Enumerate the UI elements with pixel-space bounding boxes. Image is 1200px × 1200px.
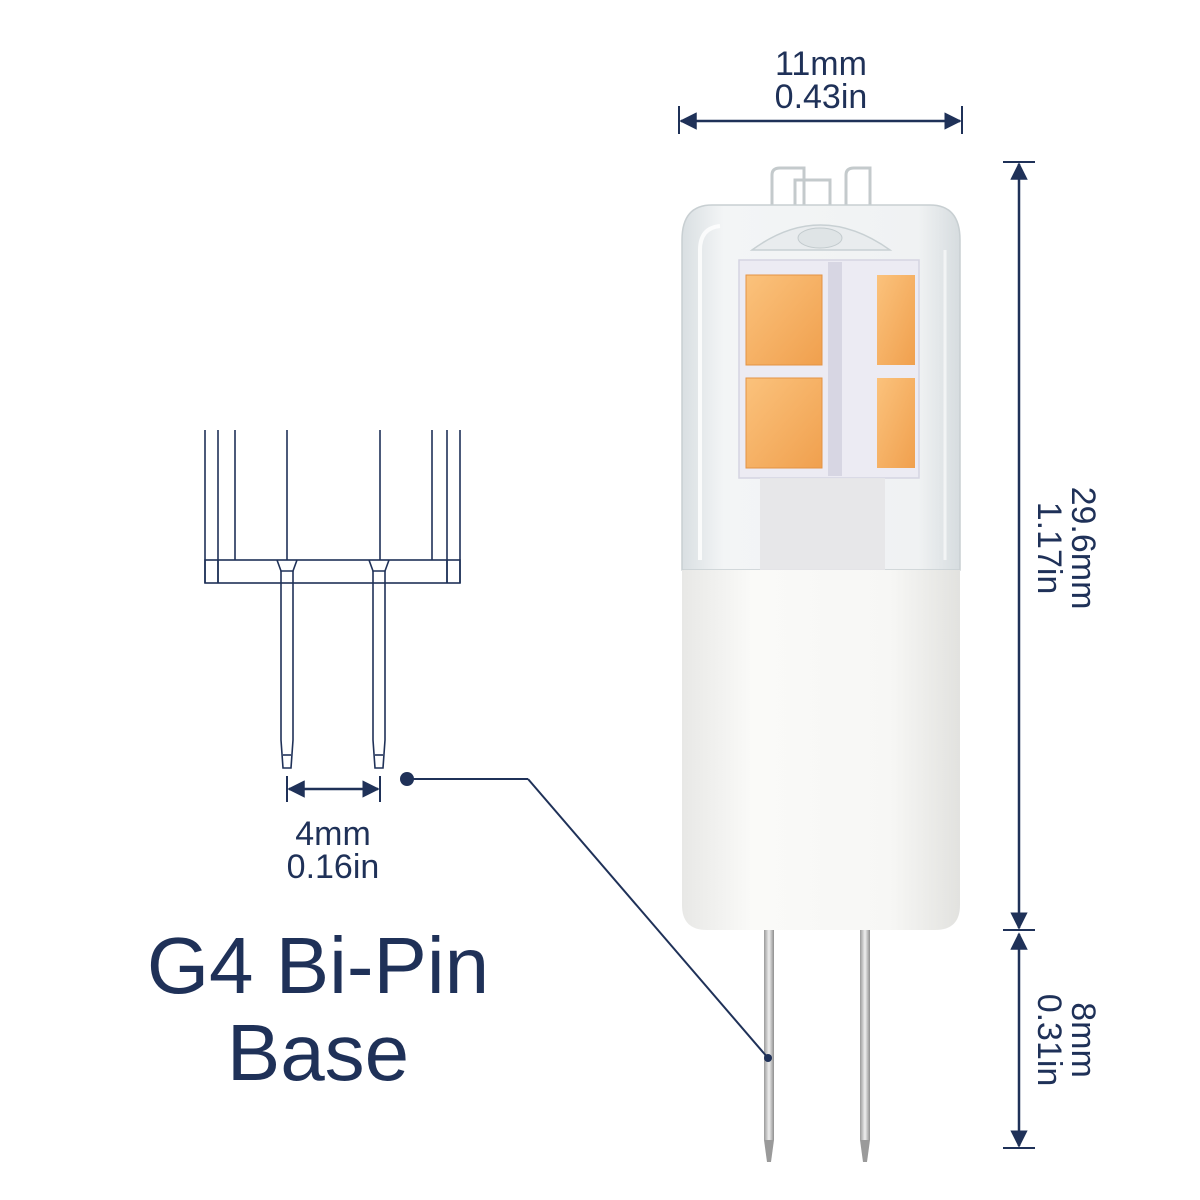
height-dimension: 29.6mm 1.17in (1003, 161, 1102, 931)
pin-length-mm-label: 8mm (1064, 1002, 1102, 1078)
height-mm-label: 29.6mm (1064, 487, 1102, 610)
g4-led-bulb-icon (681, 166, 961, 1162)
led-chip (877, 275, 915, 365)
bulb-ceramic-base (682, 570, 960, 930)
callout-leader (400, 772, 772, 1062)
pin-spacing-dimension: 4mm 0.16in (286, 776, 381, 886)
width-in-label: 0.43in (775, 78, 868, 116)
bulb-pins (764, 920, 870, 1162)
pin-length-dimension: 8mm 0.31in (1003, 932, 1102, 1149)
width-mm-label: 11mm (775, 45, 867, 83)
led-chip (746, 378, 822, 468)
pin-spacing-mm-label: 4mm (295, 815, 371, 853)
product-title-line1: G4 Bi-Pin (147, 921, 489, 1010)
bi-pin-base-drawing-icon (204, 430, 461, 769)
product-title-line2: Base (227, 1008, 409, 1097)
width-dimension: 11mm 0.43in (678, 45, 963, 134)
bulb-top-filament (770, 166, 872, 212)
led-chip (746, 275, 822, 365)
led-chip (877, 378, 915, 468)
pin-length-in-label: 0.31in (1030, 994, 1068, 1087)
height-in-label: 1.17in (1030, 502, 1068, 595)
pin-spacing-in-label: 0.16in (287, 848, 380, 886)
